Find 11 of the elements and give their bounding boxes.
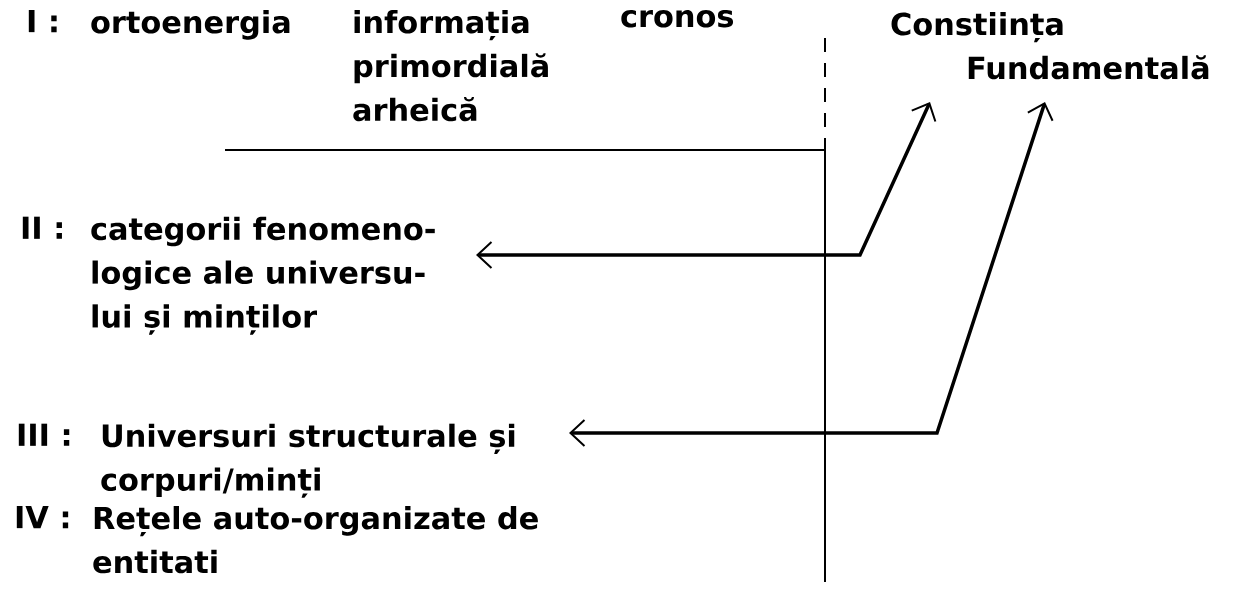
label-text: ortoenergia bbox=[91, 10, 290, 40]
label-text: I : bbox=[28, 10, 57, 33]
item-text: III : Universuri structurale și corpuri/minți bbox=[18, 423, 515, 498]
arrow bbox=[476, 102, 937, 269]
label-text: cronos bbox=[621, 10, 734, 28]
label-text: Rețele auto-organizate de entitati bbox=[93, 506, 538, 574]
label-text: IV : bbox=[16, 506, 69, 529]
label-text: informația primordială arheică bbox=[353, 10, 548, 122]
item-text: II : categorii fenomeno- logice ale universu- lui și minților bbox=[22, 216, 435, 335]
arrow bbox=[569, 102, 1054, 447]
title-text: Constiința Fundamentală bbox=[891, 12, 1209, 80]
